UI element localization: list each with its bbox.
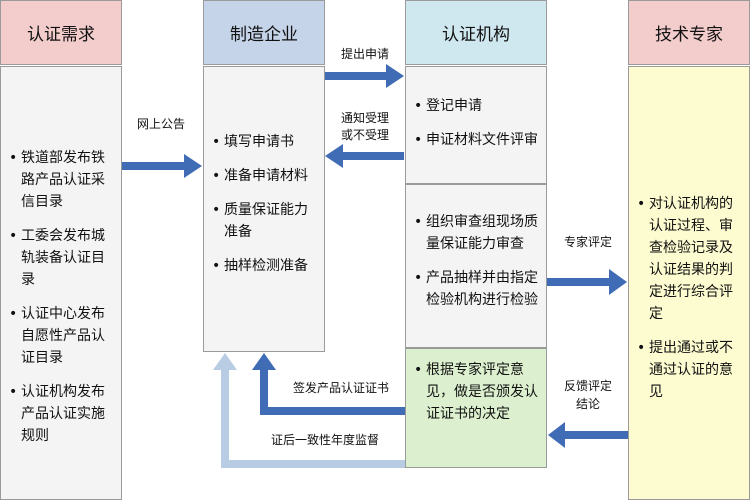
agency-mid-list: 组织审查组现场质量保证能力审查 产品抽样并由指定检验机构进行检验 xyxy=(414,211,538,311)
enterprise-item: 质量保证能力准备 xyxy=(212,199,316,243)
demand-item: 认证中心发布自愿性产品认证目录 xyxy=(9,303,113,369)
arrow-annual-supervision xyxy=(213,353,405,468)
label-notify-line1: 通知受理 xyxy=(340,111,389,125)
agency-mid-item: 产品抽样并由指定检验机构进行检验 xyxy=(414,267,538,311)
agency-top-item: 申证材料文件评审 xyxy=(414,129,538,151)
enterprise-list: 填写申请书 准备申请材料 质量保证能力准备 抽样检测准备 xyxy=(212,131,316,277)
header-agency: 认证机构 xyxy=(405,0,547,65)
label-feedback-line2: 结论 xyxy=(575,397,600,411)
agency-top-list: 登记申请 申证材料文件评审 xyxy=(414,95,538,151)
expert-item: 对认证机构的认证过程、审查检验记录及认证结果的判定进行综合评定 xyxy=(637,193,741,325)
enterprise-item: 填写申请书 xyxy=(212,131,316,153)
enterprise-item: 抽样检测准备 xyxy=(212,255,316,277)
label-notify-line2: 或不受理 xyxy=(340,128,389,142)
demand-list: 铁道部发布铁路产品认证采信目录 工委会发布城轨装备认证目录 认证中心发布自愿性产… xyxy=(9,147,113,447)
enterprise-panel: 填写申请书 准备申请材料 质量保证能力准备 抽样检测准备 xyxy=(203,66,325,352)
agency-bottom-panel: 根据专家评定意见，做是否颁发认证证书的决定 xyxy=(405,348,547,468)
arrow-expert-review xyxy=(547,269,627,295)
agency-top-panel: 登记申请 申证材料文件评审 xyxy=(405,66,547,184)
label-online-notice: 网上公告 xyxy=(136,117,185,131)
label-submit-application: 提出申请 xyxy=(340,47,389,61)
header-expert: 技术专家 xyxy=(628,0,750,65)
demand-item: 工委会发布城轨装备认证目录 xyxy=(9,225,113,291)
expert-list: 对认证机构的认证过程、审查检验记录及认证结果的判定进行综合评定 提出通过或不通过… xyxy=(637,193,741,403)
header-demand: 认证需求 xyxy=(0,0,122,65)
label-annual-supervision: 证后一致性年度监督 xyxy=(270,433,379,447)
demand-item: 认证机构发布产品认证实施规则 xyxy=(9,381,113,447)
arrow-notify xyxy=(325,144,404,168)
label-expert-review: 专家评定 xyxy=(563,235,612,249)
header-enterprise: 制造企业 xyxy=(203,0,325,65)
expert-panel: 对认证机构的认证过程、审查检验记录及认证结果的判定进行综合评定 提出通过或不通过… xyxy=(628,66,750,500)
demand-panel: 铁道部发布铁路产品认证采信目录 工委会发布城轨装备认证目录 认证中心发布自愿性产… xyxy=(0,66,122,500)
label-feedback-line1: 反馈评定 xyxy=(563,379,612,393)
arrow-submit-application xyxy=(325,64,404,88)
arrow-online-notice xyxy=(122,154,202,178)
agency-bottom-item: 根据专家评定意见，做是否颁发认证证书的决定 xyxy=(414,359,538,425)
arrow-feedback xyxy=(548,422,628,448)
expert-item: 提出通过或不通过认证的意见 xyxy=(637,337,741,403)
agency-top-item: 登记申请 xyxy=(414,95,538,117)
demand-item: 铁道部发布铁路产品认证采信目录 xyxy=(9,147,113,213)
agency-mid-panel: 组织审查组现场质量保证能力审查 产品抽样并由指定检验机构进行检验 xyxy=(405,184,547,348)
agency-mid-item: 组织审查组现场质量保证能力审查 xyxy=(414,211,538,255)
agency-bottom-list: 根据专家评定意见，做是否颁发认证证书的决定 xyxy=(414,359,538,425)
arrow-issue-certificate xyxy=(252,353,405,415)
label-issue-certificate: 签发产品认证证书 xyxy=(292,381,389,395)
enterprise-item: 准备申请材料 xyxy=(212,165,316,187)
